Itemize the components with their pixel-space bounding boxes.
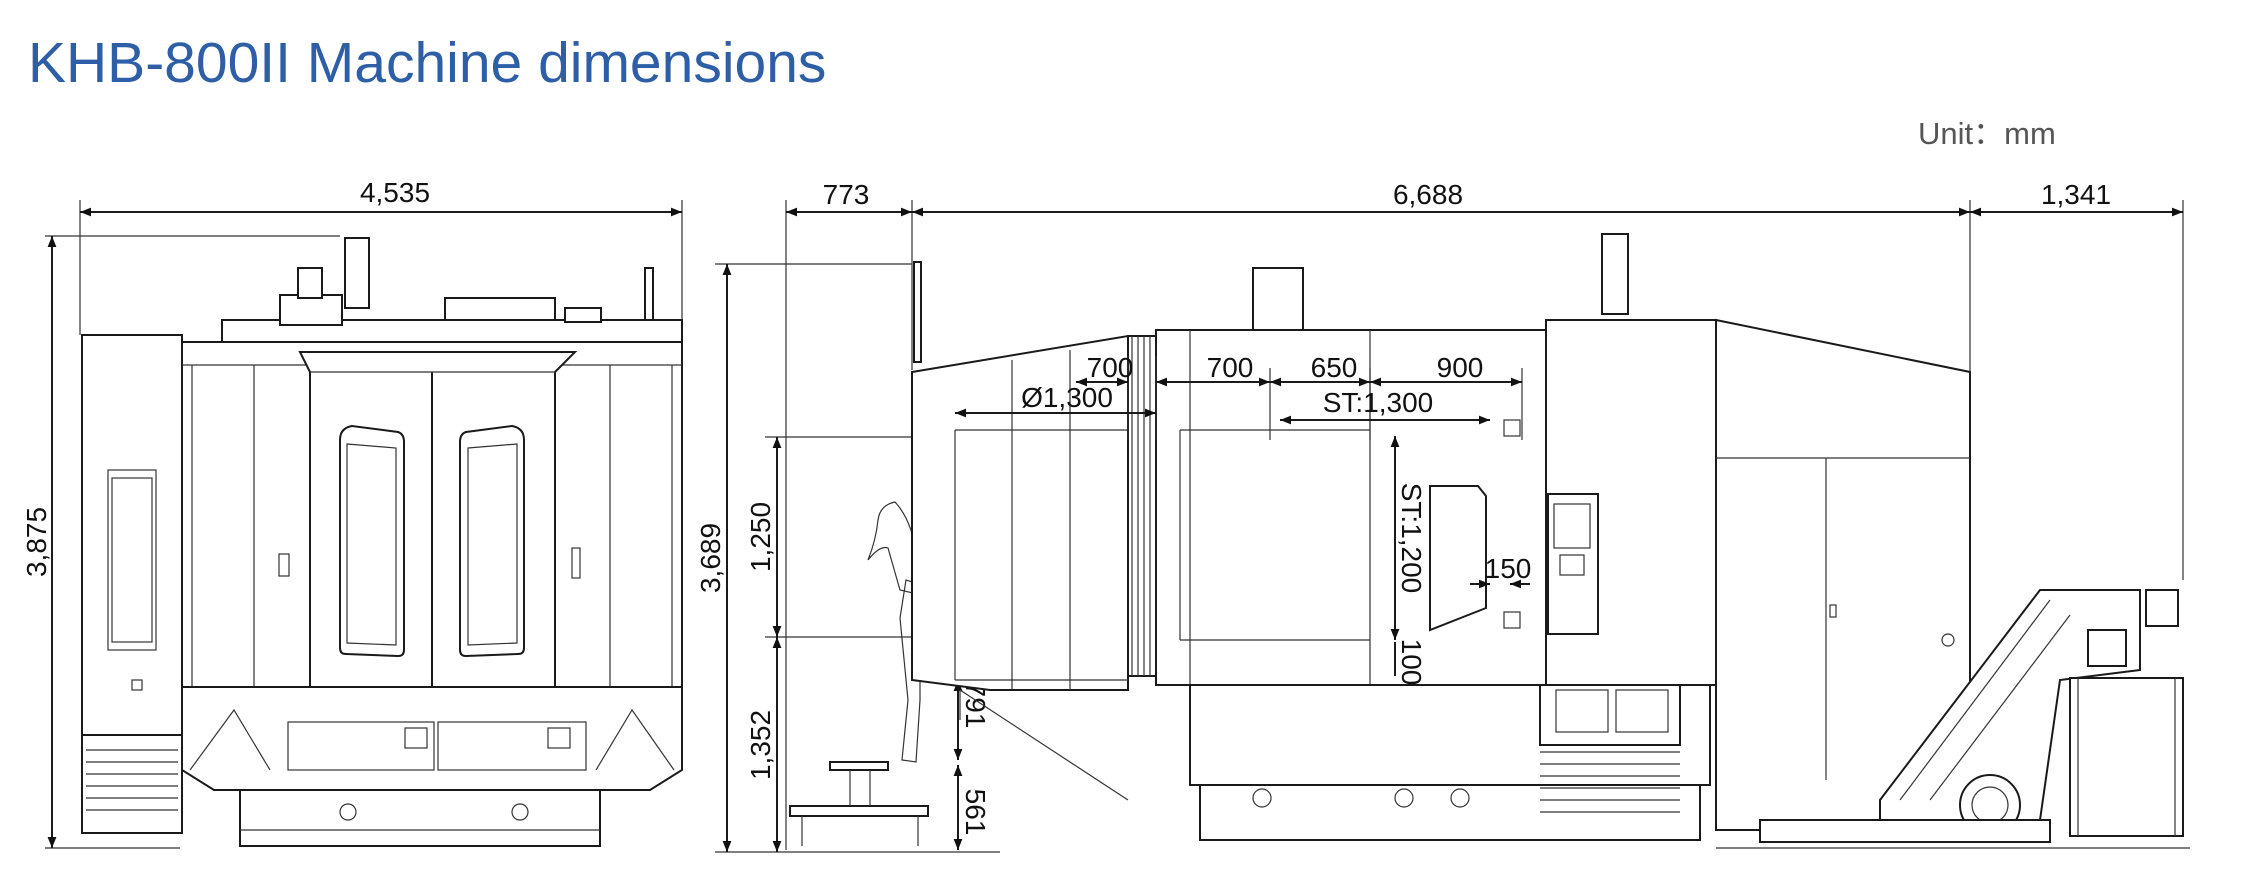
front-height-label: 3,875 <box>21 507 52 577</box>
bay-d-label: 900 <box>1437 352 1484 383</box>
side-height-label: 3,689 <box>695 523 726 593</box>
front-width-label: 4,535 <box>360 177 430 208</box>
upper-height-label: 1,250 <box>745 502 776 572</box>
side-view: 773 6,688 1,341 3,689 1,250 1,352 791 56… <box>695 179 2190 853</box>
stroke-y-label: ST:1,200 <box>1396 483 1427 594</box>
page-title: KHB-800II Machine dimensions <box>28 31 827 95</box>
length-label: 6,688 <box>1393 179 1463 210</box>
diameter-label: Ø1,300 <box>1021 382 1113 413</box>
side-machine-body <box>789 233 2190 849</box>
left-overhang-label: 773 <box>823 179 870 210</box>
front-view: 4,535 3,875 <box>21 177 683 849</box>
bay-a-label: 700 <box>1087 352 1134 383</box>
step-height-label: 561 <box>960 789 991 836</box>
right-overhang-label: 1,341 <box>2041 179 2111 210</box>
bay-b-label: 700 <box>1207 352 1254 383</box>
offset-150-label: 150 <box>1485 553 1532 584</box>
front-machine-body <box>81 237 683 847</box>
lower-height-label: 1,352 <box>745 710 776 780</box>
offset-100-label: 100 <box>1396 639 1427 686</box>
stroke-x-label: ST:1,300 <box>1323 387 1434 418</box>
unit-label: Unit：mm <box>1918 116 2056 151</box>
bay-c-label: 650 <box>1311 352 1358 383</box>
